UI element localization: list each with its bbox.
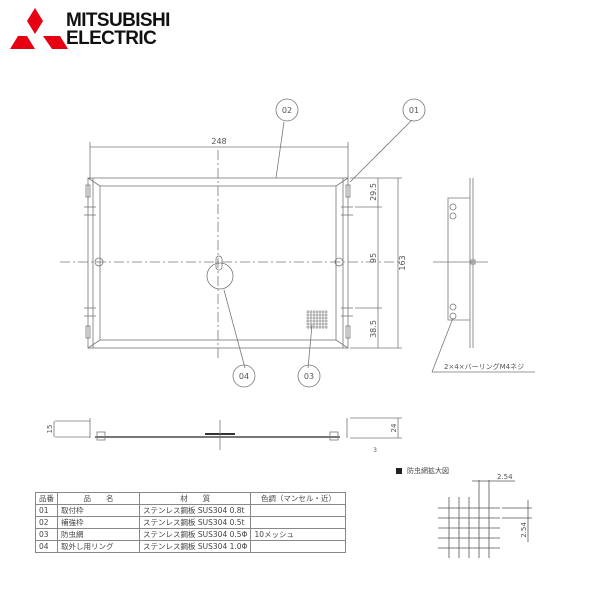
callout-02: 02: [282, 106, 292, 115]
table-header-row: 品番 品 名 材 質 色調（マンセル・近）: [35, 492, 347, 505]
square-bullet-icon: [396, 468, 402, 474]
header-color: 色調（マンセル・近）: [250, 492, 347, 505]
mesh-patch: [306, 310, 328, 329]
dim-bottom-small: 3: [373, 447, 377, 454]
dim-bottom-left: 15: [46, 425, 54, 434]
mesh-detail-grid: [438, 480, 532, 558]
dim-width: 248: [211, 137, 226, 146]
dim-top: 29.5: [369, 183, 378, 201]
brand-line-2: ELECTRIC: [66, 28, 157, 49]
table-row: 04 取外し用リング ステンレス鋼板 SUS304 1.0Φ: [35, 540, 347, 553]
table-row: 02 補強枠 ステンレス鋼板 SUS304 0.5t: [35, 516, 347, 529]
callout-01: 01: [409, 106, 419, 115]
header-name: 品 名: [57, 492, 140, 505]
mesh-pitch-h: 2.54: [497, 473, 513, 481]
dim-height-total: 163: [398, 255, 407, 270]
bottom-view: [53, 417, 402, 450]
header-no: 品番: [35, 492, 58, 505]
parts-table: 品番 品 名 材 質 色調（マンセル・近） 01 取付枠 ステンレス鋼板 SUS…: [35, 492, 347, 553]
header-material: 材 質: [138, 492, 252, 505]
callout-04: 04: [239, 372, 249, 381]
mesh-pitch-v: 2.54: [520, 522, 528, 538]
table-row: 03 防虫網 ステンレス鋼板 SUS304 0.5Φ 10メッシュ: [35, 528, 347, 541]
dim-middle: 95: [369, 253, 378, 263]
brand-wordmark: MITSUBISHI ELECTRIC: [66, 10, 170, 49]
side-view: [431, 178, 535, 373]
dim-bottom: 38.5: [369, 320, 378, 338]
mitsubishi-logo-icon: [10, 8, 68, 49]
mesh-detail-title: 防虫網拡大図: [396, 466, 449, 476]
brand-line-1: MITSUBISHI: [66, 10, 170, 31]
dim-bottom-right: 24: [390, 423, 398, 432]
table-row: 01 取付枠 ステンレス鋼板 SUS304 0.8t: [35, 504, 347, 517]
callout-03: 03: [304, 372, 314, 381]
screw-note: 2×4×バーリングM4ネジ: [444, 362, 524, 371]
